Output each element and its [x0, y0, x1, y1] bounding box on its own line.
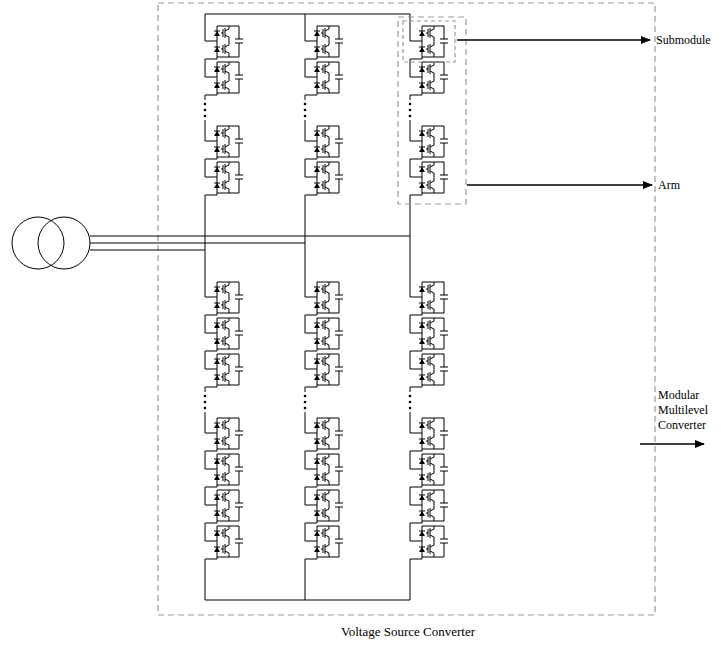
arm-outline — [398, 17, 466, 204]
submodule-outline — [403, 21, 455, 62]
converter-outline — [158, 3, 655, 615]
submodule-symbol — [205, 488, 243, 524]
submodule-symbol — [305, 280, 343, 316]
transformer-symbol — [12, 217, 90, 269]
submodule-symbol — [205, 24, 243, 60]
submodule-symbol — [305, 488, 343, 524]
submodule-symbol — [305, 160, 343, 196]
submodule-symbol — [410, 124, 448, 160]
submodule-symbol — [205, 524, 243, 560]
submodule-symbol — [205, 124, 243, 160]
submodule-symbol — [305, 524, 343, 560]
continuation-dots — [204, 103, 412, 410]
submodule-symbol — [410, 488, 448, 524]
mmc-label: Modular Multilevel Converter — [658, 388, 718, 433]
submodule-symbol — [205, 60, 243, 96]
submodule-symbol — [410, 316, 448, 352]
submodule-symbol — [205, 160, 243, 196]
submodule-label: Submodule — [656, 33, 718, 48]
arm-label: Arm — [658, 178, 716, 193]
leader-arrows — [457, 40, 704, 444]
submodule-symbol — [410, 60, 448, 96]
submodule-symbols — [205, 24, 448, 560]
submodule-symbol — [410, 352, 448, 388]
submodule-symbol — [410, 452, 448, 488]
submodule-symbol — [305, 316, 343, 352]
submodule-symbol — [410, 160, 448, 196]
submodule-symbol — [205, 316, 243, 352]
submodule-symbol — [410, 24, 448, 60]
dc-bus-wires — [205, 14, 410, 600]
submodule-symbol — [305, 452, 343, 488]
vsc-caption: Voltage Source Converter — [280, 624, 536, 639]
submodule-symbol — [305, 416, 343, 452]
submodule-symbol — [205, 280, 243, 316]
submodule-symbol — [305, 352, 343, 388]
submodule-symbol — [305, 124, 343, 160]
submodule-symbol — [205, 416, 243, 452]
submodule-symbol — [205, 352, 243, 388]
submodule-symbol — [410, 280, 448, 316]
submodule-symbol — [205, 452, 243, 488]
submodule-symbol — [410, 524, 448, 560]
ac-phase-wires — [90, 236, 410, 250]
submodule-symbol — [305, 60, 343, 96]
submodule-symbol — [305, 24, 343, 60]
submodule-symbol — [410, 416, 448, 452]
